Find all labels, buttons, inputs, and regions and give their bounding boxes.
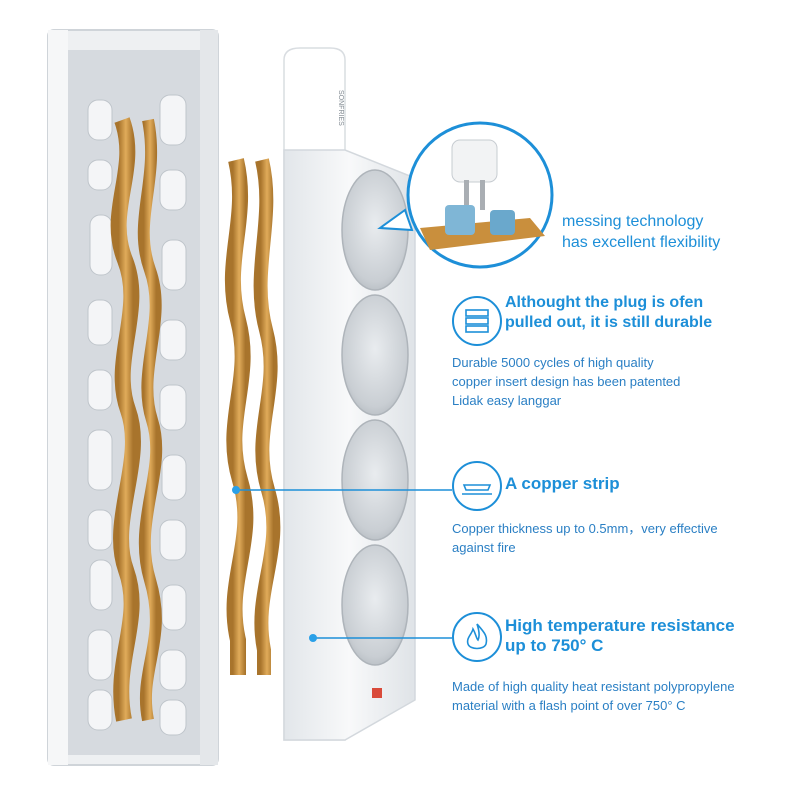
durable-title-line1: Althought the plug is ofen <box>505 294 704 311</box>
heat-desc-line2: material with a flash point of over 750°… <box>452 698 686 713</box>
copper-strip-icon <box>462 484 492 495</box>
messing-line1: messing technology <box>562 213 704 230</box>
messing-line2: has excellent flexibility <box>562 234 721 251</box>
open-housing <box>47 29 219 766</box>
durable-feature-icon-circle <box>452 296 502 346</box>
closed-power-strip <box>283 47 416 741</box>
heat-title-line1: High temperature resistance <box>505 616 735 635</box>
heat-feature-icon-circle <box>452 612 502 662</box>
durable-desc-line1: Durable 5000 cycles of high quality <box>452 355 654 370</box>
callout-lines <box>232 486 452 642</box>
copper-strips <box>224 158 281 675</box>
durable-desc-line3: Lidak easy langgar <box>452 393 562 408</box>
copper-feature-icon-circle <box>452 461 502 511</box>
heat-title-line2: up to 750° C <box>505 636 604 655</box>
durable-title-line2: pulled out, it is still durable <box>505 314 713 331</box>
flame-icon <box>466 623 488 650</box>
layers-icon <box>465 309 489 333</box>
heat-desc-line1: Made of high quality heat resistant poly… <box>452 679 735 694</box>
durable-desc-line2: copper insert design has been patented <box>452 374 681 389</box>
copper-desc-line2: against fire <box>452 540 516 555</box>
brand-label: SONFRIES <box>337 90 344 126</box>
plug-closeup <box>377 121 554 269</box>
copper-desc-line1: Copper thickness up to 0.5mm，very effect… <box>452 521 718 536</box>
copper-title: A copper strip <box>505 474 620 493</box>
